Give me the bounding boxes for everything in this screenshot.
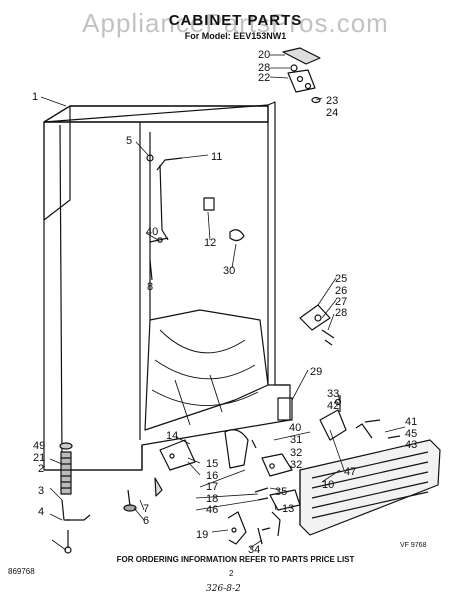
callout: 46 xyxy=(206,504,218,516)
callout: 35 xyxy=(275,486,287,498)
callout: 40 xyxy=(146,226,158,238)
callout: 27 xyxy=(335,296,347,308)
model-subtitle: For Model: EEV153NW1 xyxy=(184,31,287,41)
callout: 25 xyxy=(335,273,347,285)
callout: 15 xyxy=(206,458,218,470)
callout: 22 xyxy=(258,72,270,84)
callout: 40 xyxy=(289,422,301,434)
callout: 17 xyxy=(206,481,218,493)
callout: 21 xyxy=(33,452,45,464)
callout: 4 xyxy=(38,506,44,518)
callout: 1 xyxy=(32,91,38,103)
callout: 28 xyxy=(335,307,347,319)
page-title: CABINET PARTS xyxy=(168,12,303,29)
drawing-code-left: 869768 xyxy=(8,567,35,576)
callout: 20 xyxy=(258,49,270,61)
callout: 23 xyxy=(326,95,338,107)
page-number: 2 xyxy=(229,569,234,578)
callout: 6 xyxy=(143,515,149,527)
callout: 19 xyxy=(196,529,208,541)
callout-labels: 1 5 11 20 28 22 23 24 40 8 12 30 25 26 2… xyxy=(32,49,417,556)
leader-lines xyxy=(40,54,406,551)
callout: 12 xyxy=(204,237,216,249)
callout: 29 xyxy=(310,366,322,378)
toe-grille xyxy=(299,439,441,536)
callout: 11 xyxy=(211,151,222,163)
callout: 5 xyxy=(126,135,132,147)
callout: 8 xyxy=(147,281,153,293)
callout: 18 xyxy=(206,493,218,505)
handwritten-note: 326-8-2 xyxy=(206,584,241,594)
callout: 2 xyxy=(38,463,44,475)
callout: 16 xyxy=(206,470,218,482)
leveling-legs xyxy=(59,442,163,554)
callout: 42 xyxy=(327,400,339,412)
callout: 49 xyxy=(33,440,45,452)
callout: 41 xyxy=(405,416,417,428)
ordering-note: FOR ORDERING INFORMATION REFER TO PARTS … xyxy=(116,555,355,564)
callout: 30 xyxy=(223,265,235,277)
callout: 26 xyxy=(335,285,347,297)
callout: 28 xyxy=(258,62,270,74)
callout: 47 xyxy=(344,466,356,478)
callout: 43 xyxy=(405,439,417,451)
callout: 10 xyxy=(322,479,334,491)
callout: 24 xyxy=(326,107,338,119)
callout: 7 xyxy=(143,503,149,515)
callout: 13 xyxy=(282,503,294,515)
callout: 33 xyxy=(327,388,339,400)
callout: 14 xyxy=(166,430,178,442)
drawing-code-right: VF 9768 xyxy=(400,542,427,549)
watermark: AppliancePartsPros.com xyxy=(82,8,389,38)
cabinet-body xyxy=(43,101,293,471)
callout: 32 xyxy=(290,447,302,459)
top-hinge-assembly xyxy=(282,47,321,104)
callout: 3 xyxy=(38,485,44,497)
callout: 45 xyxy=(405,428,417,440)
wiring-and-clips xyxy=(146,154,245,281)
callout: 34 xyxy=(248,544,260,556)
lower-hinge-assembly xyxy=(299,304,335,346)
callout: 31 xyxy=(290,434,302,446)
callout: 32 xyxy=(290,459,302,471)
